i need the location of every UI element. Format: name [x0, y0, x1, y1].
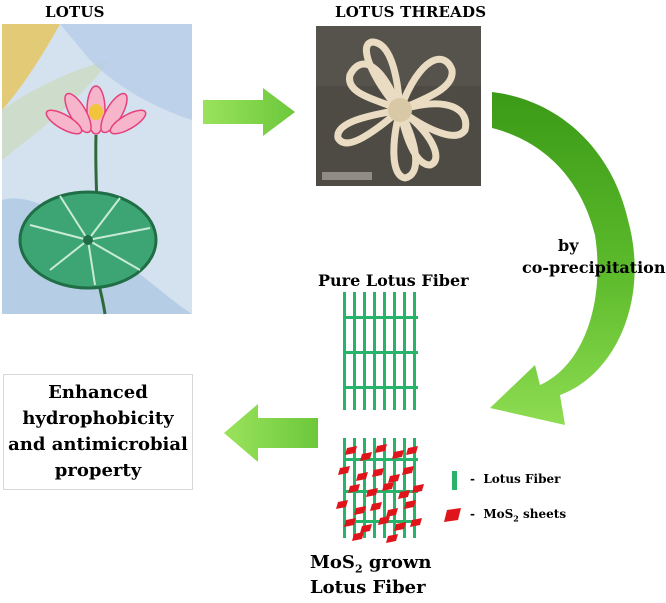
mos2-sheet: [378, 516, 390, 525]
mos2-sheet: [370, 502, 382, 511]
fiber-crossbar: [343, 490, 418, 493]
lotus-threads-photo: [316, 26, 481, 186]
mos2-sheet: [354, 506, 366, 515]
lotus-painting: [2, 24, 192, 315]
mos2-sheet: [338, 466, 350, 475]
legend-fiber-dash: -: [470, 472, 475, 486]
legend-mos2-sub: 2: [513, 513, 519, 524]
pure-fiber-grid: [343, 292, 418, 410]
legend-mos2-label: - MoS2 sheets: [470, 507, 566, 523]
fiber-strand: [373, 438, 376, 538]
fiber-strand: [393, 438, 396, 538]
legend-mos2-sheets: sheets: [518, 507, 567, 521]
result-box: Enhanced hydrophobicity and antimicrobia…: [3, 374, 193, 490]
mos2-sheet: [348, 484, 360, 493]
fiber-crossbar: [343, 351, 418, 354]
mos2-sheet: [388, 474, 400, 483]
result-line3: and antimicrobial: [8, 434, 188, 455]
arrow-right: [203, 88, 295, 136]
mos2-sheet: [402, 466, 414, 475]
legend-mos2-swatch: [444, 508, 461, 522]
mos2-sheet: [345, 446, 357, 455]
mos2-sheet: [392, 450, 404, 459]
mos2-sheet: [356, 472, 368, 481]
lotus-title: LOTUS: [45, 3, 105, 21]
fiber-crossbar: [343, 386, 418, 389]
mos2-sheet: [360, 452, 372, 461]
mos2-sheet: [406, 446, 418, 455]
result-line1: Enhanced: [48, 382, 148, 403]
lotus-flower: [45, 85, 147, 135]
method-line1: by: [558, 236, 579, 255]
mos2-sheet: [394, 522, 406, 531]
mos2-sheet: [366, 488, 378, 497]
result-line2: hydrophobicity: [22, 408, 174, 429]
lotus-threads-title: LOTUS THREADS: [335, 3, 487, 21]
legend-mos2-text: MoS: [483, 507, 514, 521]
pure-fiber-title: Pure Lotus Fiber: [318, 271, 469, 290]
mos2-sheet: [398, 490, 410, 499]
curved-process-arrow: [490, 92, 635, 425]
mos2-sheet: [386, 508, 398, 517]
mos2-sheet: [412, 484, 424, 493]
product-grown-text: grown: [362, 552, 432, 573]
legend-fiber-label: - Lotus Fiber: [470, 472, 560, 486]
fiber-crossbar: [343, 458, 418, 461]
result-line4: property: [54, 460, 142, 481]
fiber-strand: [343, 438, 346, 538]
arrow-left: [224, 404, 318, 462]
legend-fiber-text: Lotus Fiber: [483, 472, 561, 486]
mos2-sheet: [352, 532, 364, 541]
mos2-fiber-grid: [336, 438, 424, 543]
fiber-strand: [363, 438, 366, 538]
mos2-sheet: [336, 500, 348, 509]
mos2-sheet: [382, 482, 394, 491]
mos2-sheet: [375, 444, 387, 453]
product-title-line1: MoS2 grown: [310, 552, 432, 576]
method-line2: co-precipitation: [522, 258, 666, 277]
mos2-sheet: [386, 534, 398, 543]
fiber-strand: [403, 438, 406, 538]
product-title-line2: Lotus Fiber: [310, 577, 426, 598]
legend-mos2-dash: -: [470, 507, 475, 521]
mos2-sheet: [410, 518, 422, 527]
mos2-sheet: [372, 468, 384, 477]
product-sub: 2: [354, 562, 363, 576]
mos2-sheet: [404, 500, 416, 509]
legend-fiber-swatch: [452, 471, 457, 490]
lotus-leaf: [18, 190, 158, 290]
fiber-crossbar: [343, 316, 418, 319]
mos2-sheet: [360, 524, 372, 533]
product-mos-text: MoS: [310, 552, 355, 573]
mos2-sheet: [344, 518, 356, 527]
